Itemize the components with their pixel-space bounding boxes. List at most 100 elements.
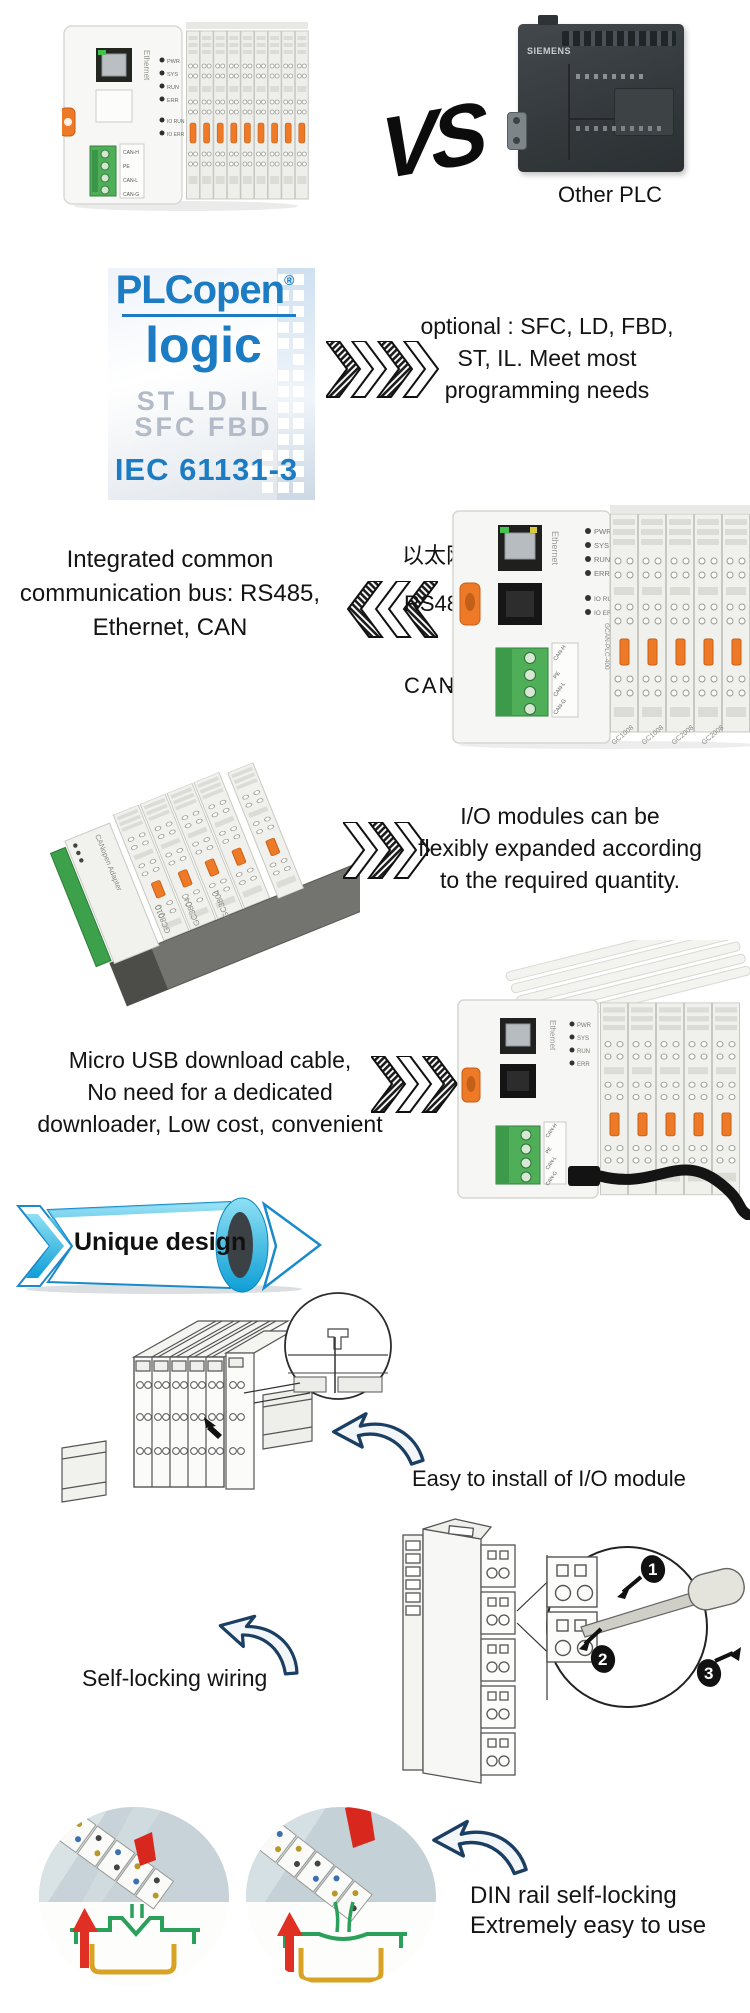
led-label: RUN: [167, 85, 179, 91]
pin-label: PE: [123, 164, 130, 170]
red-clip: [134, 1832, 156, 1866]
ethernet-port-icon: [498, 525, 542, 571]
led-row: [576, 126, 662, 131]
status-leds: [159, 57, 165, 136]
led-row: [576, 74, 648, 79]
led-label: SYS: [594, 541, 609, 550]
din-caption-line2: Extremely easy to use: [470, 1912, 707, 1939]
languages-line1: ST LD IL: [136, 386, 271, 416]
din-clip-icon: [62, 107, 76, 137]
screwdriver-icon: [580, 1567, 745, 1638]
ethernet-port-icon: [500, 1018, 536, 1054]
bus-feature-text: Integrated common communication bus: RS4…: [19, 546, 321, 641]
io-module-stack: [610, 513, 750, 733]
module-strip: [57, 1811, 175, 1910]
usb-cable-icon: [568, 1164, 750, 1220]
step-1: 1: [648, 1560, 657, 1579]
unique-design-banner: [15, 1197, 322, 1294]
din-lock-photo-2: [246, 1807, 436, 1987]
led-label: ERR: [577, 1062, 590, 1068]
led-label: IO ERR: [594, 610, 617, 617]
led-label: IO RUN: [594, 596, 617, 603]
led-label: SYS: [167, 72, 178, 78]
brand-label: SIEMENS: [527, 46, 572, 56]
red-clip: [345, 1807, 375, 1848]
registered-mark: ®: [284, 272, 294, 288]
squares-pattern: [278, 274, 289, 285]
plc-ports-photo: Ethernet CAN-H PE CAN-L CAN-G PWR SYS: [452, 505, 750, 749]
other-plc-photo: SIEMENS: [507, 15, 684, 172]
plcopen-brand: PLCopen: [115, 268, 286, 312]
din-clip-icon: [459, 582, 481, 626]
banner-label: Unique design: [74, 1228, 247, 1256]
iec-standard: IEC 61131-3: [114, 452, 299, 487]
io-module-stack: [600, 1002, 740, 1196]
led-label: PWR: [577, 1023, 592, 1029]
usb-feature-text: Micro USB download cable, No need for a …: [37, 1047, 383, 1137]
insert-arrow-icon: [204, 1417, 222, 1439]
pin-label: PE: [553, 670, 562, 680]
pin-label: PE: [545, 1146, 554, 1155]
db9-port-icon: [507, 112, 527, 150]
other-plc-caption: Other PLC: [558, 182, 662, 207]
callout-can: CAN: [404, 673, 457, 698]
led-label: RUN: [594, 555, 610, 564]
can-terminal-icon: [495, 647, 549, 717]
clamp-holes: [136, 1381, 245, 1455]
rs485-port-icon: [498, 583, 542, 625]
din-lock-photo-1: [39, 1807, 229, 1987]
din-clip-icon: [461, 1067, 481, 1103]
latch-diagram: [70, 1904, 200, 1975]
io-expand-feature-text: I/O modules can be flexibly expanded acc…: [418, 803, 702, 893]
plcopen-logo: PLCopen® logic ST LD IL SFC FBD IEC 6113…: [108, 268, 315, 500]
step-2: 2: [598, 1650, 607, 1669]
led-label: ERR: [167, 98, 179, 104]
plcopen-logic: logic: [145, 317, 262, 373]
chevrons-right-icon: [371, 1056, 458, 1113]
led-label: IO ERR: [167, 132, 185, 138]
step-badges: 1 2 3: [579, 1555, 741, 1687]
module-strip: [257, 1821, 373, 1923]
install-caption: Easy to install of I/O module: [412, 1466, 686, 1491]
languages-line2: SFC FBD: [134, 412, 273, 442]
plc-usb-photo: Ethernet PWR SYS RUN ERR CAN-H PE CAN-L …: [457, 940, 750, 1220]
curved-arrow-icon: [432, 1819, 528, 1876]
io-module-stack: [186, 30, 309, 200]
pin-label: CAN-G: [123, 192, 139, 198]
led-label: PWR: [167, 59, 180, 65]
ethernet-port-icon: [96, 48, 132, 82]
vs-text: VS: [379, 83, 484, 199]
ethernet-label: Ethernet: [142, 50, 151, 81]
install-illustration: [61, 1292, 425, 1503]
mount-tab: [538, 15, 558, 25]
can-terminal-icon: [495, 1125, 541, 1185]
tilted-io-modules-photo: CANopen Adapter GC8010 GC3804 GC3804: [49, 762, 360, 1007]
curved-arrow-icon: [332, 1412, 425, 1466]
gcan-plc-photo: Ethernet CAN-H PE CAN-L CAN-G PWR SYS RU…: [62, 22, 309, 211]
module-drawing: [402, 1518, 516, 1784]
terminal-blocks: [480, 1544, 516, 1776]
up-arrow-icon: [72, 1908, 98, 1968]
din-caption-line1: DIN rail self-locking: [470, 1882, 677, 1909]
pin-label: CAN-L: [123, 178, 138, 184]
led-label: RUN: [577, 1049, 590, 1055]
model-label: GCAN-PLC-400: [603, 623, 610, 670]
wiring-illustration: 1 2 3: [402, 1518, 745, 1784]
led-label: PWR: [594, 527, 612, 536]
led-label: SYS: [577, 1036, 589, 1042]
ethernet-label: Ethernet: [550, 531, 560, 566]
magnifier-detail-icon: [546, 1546, 745, 1708]
ethernet-label: Ethernet: [548, 1020, 557, 1051]
magnifier-detail-icon: [243, 1292, 392, 1404]
led-label: IO RUN: [167, 119, 185, 125]
step-3: 3: [704, 1664, 713, 1683]
led-label: ERR: [594, 569, 610, 578]
up-arrow-icon: [277, 1912, 303, 1972]
wiring-caption: Self-locking wiring: [82, 1665, 268, 1691]
module-assembly-drawing: [61, 1320, 313, 1503]
status-leds: [585, 528, 591, 615]
vent-slots: [562, 31, 676, 46]
programming-feature-text: optional : SFC, LD, FBD, ST, IL. Meet mo…: [420, 313, 674, 403]
can-terminal-icon: [89, 145, 117, 197]
